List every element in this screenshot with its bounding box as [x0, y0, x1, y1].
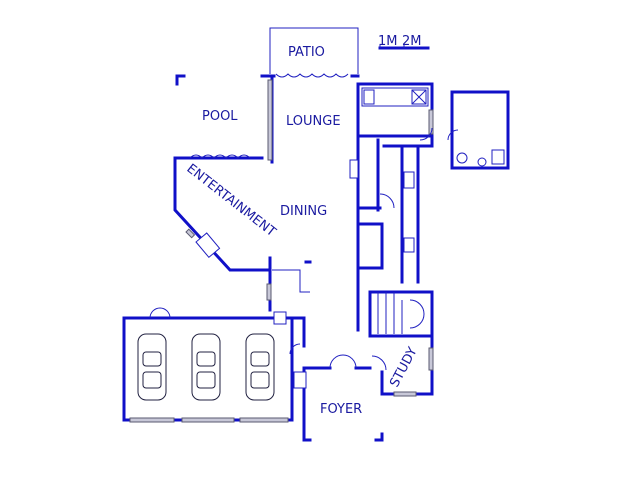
car-left: [137, 333, 167, 401]
study-room: [371, 290, 434, 397]
car-middle: [191, 333, 221, 401]
kitchen-sink: [403, 237, 415, 253]
car-right: [245, 333, 275, 401]
foyer-area: [302, 354, 384, 442]
lounge-bathroom: [349, 87, 429, 179]
room-label-study: STUDY: [387, 345, 420, 390]
scale-bar: 1M 2M: [378, 34, 430, 50]
entertainment-walls: [173, 156, 312, 312]
main-walls: [173, 74, 434, 332]
garage-cars: [137, 333, 275, 401]
room-label-lounge: LOUNGE: [286, 114, 341, 129]
scale-label-1m: 1M: [378, 34, 398, 49]
kitchen-stove: [403, 171, 415, 189]
patio-area: [269, 27, 359, 78]
room-label-patio: PATIO: [288, 45, 325, 60]
outbuilding: [447, 90, 510, 170]
scale-label-2m: 2M: [402, 34, 422, 49]
room-label-dining: DINING: [280, 204, 327, 219]
room-label-entertainment: ENTERTAINMENT: [184, 161, 279, 240]
room-label-pool: POOL: [202, 109, 238, 124]
staircase: [368, 290, 434, 338]
room-label-foyer: FOYER: [320, 402, 362, 417]
kitchen-island: [356, 222, 384, 270]
garage: [122, 307, 307, 423]
